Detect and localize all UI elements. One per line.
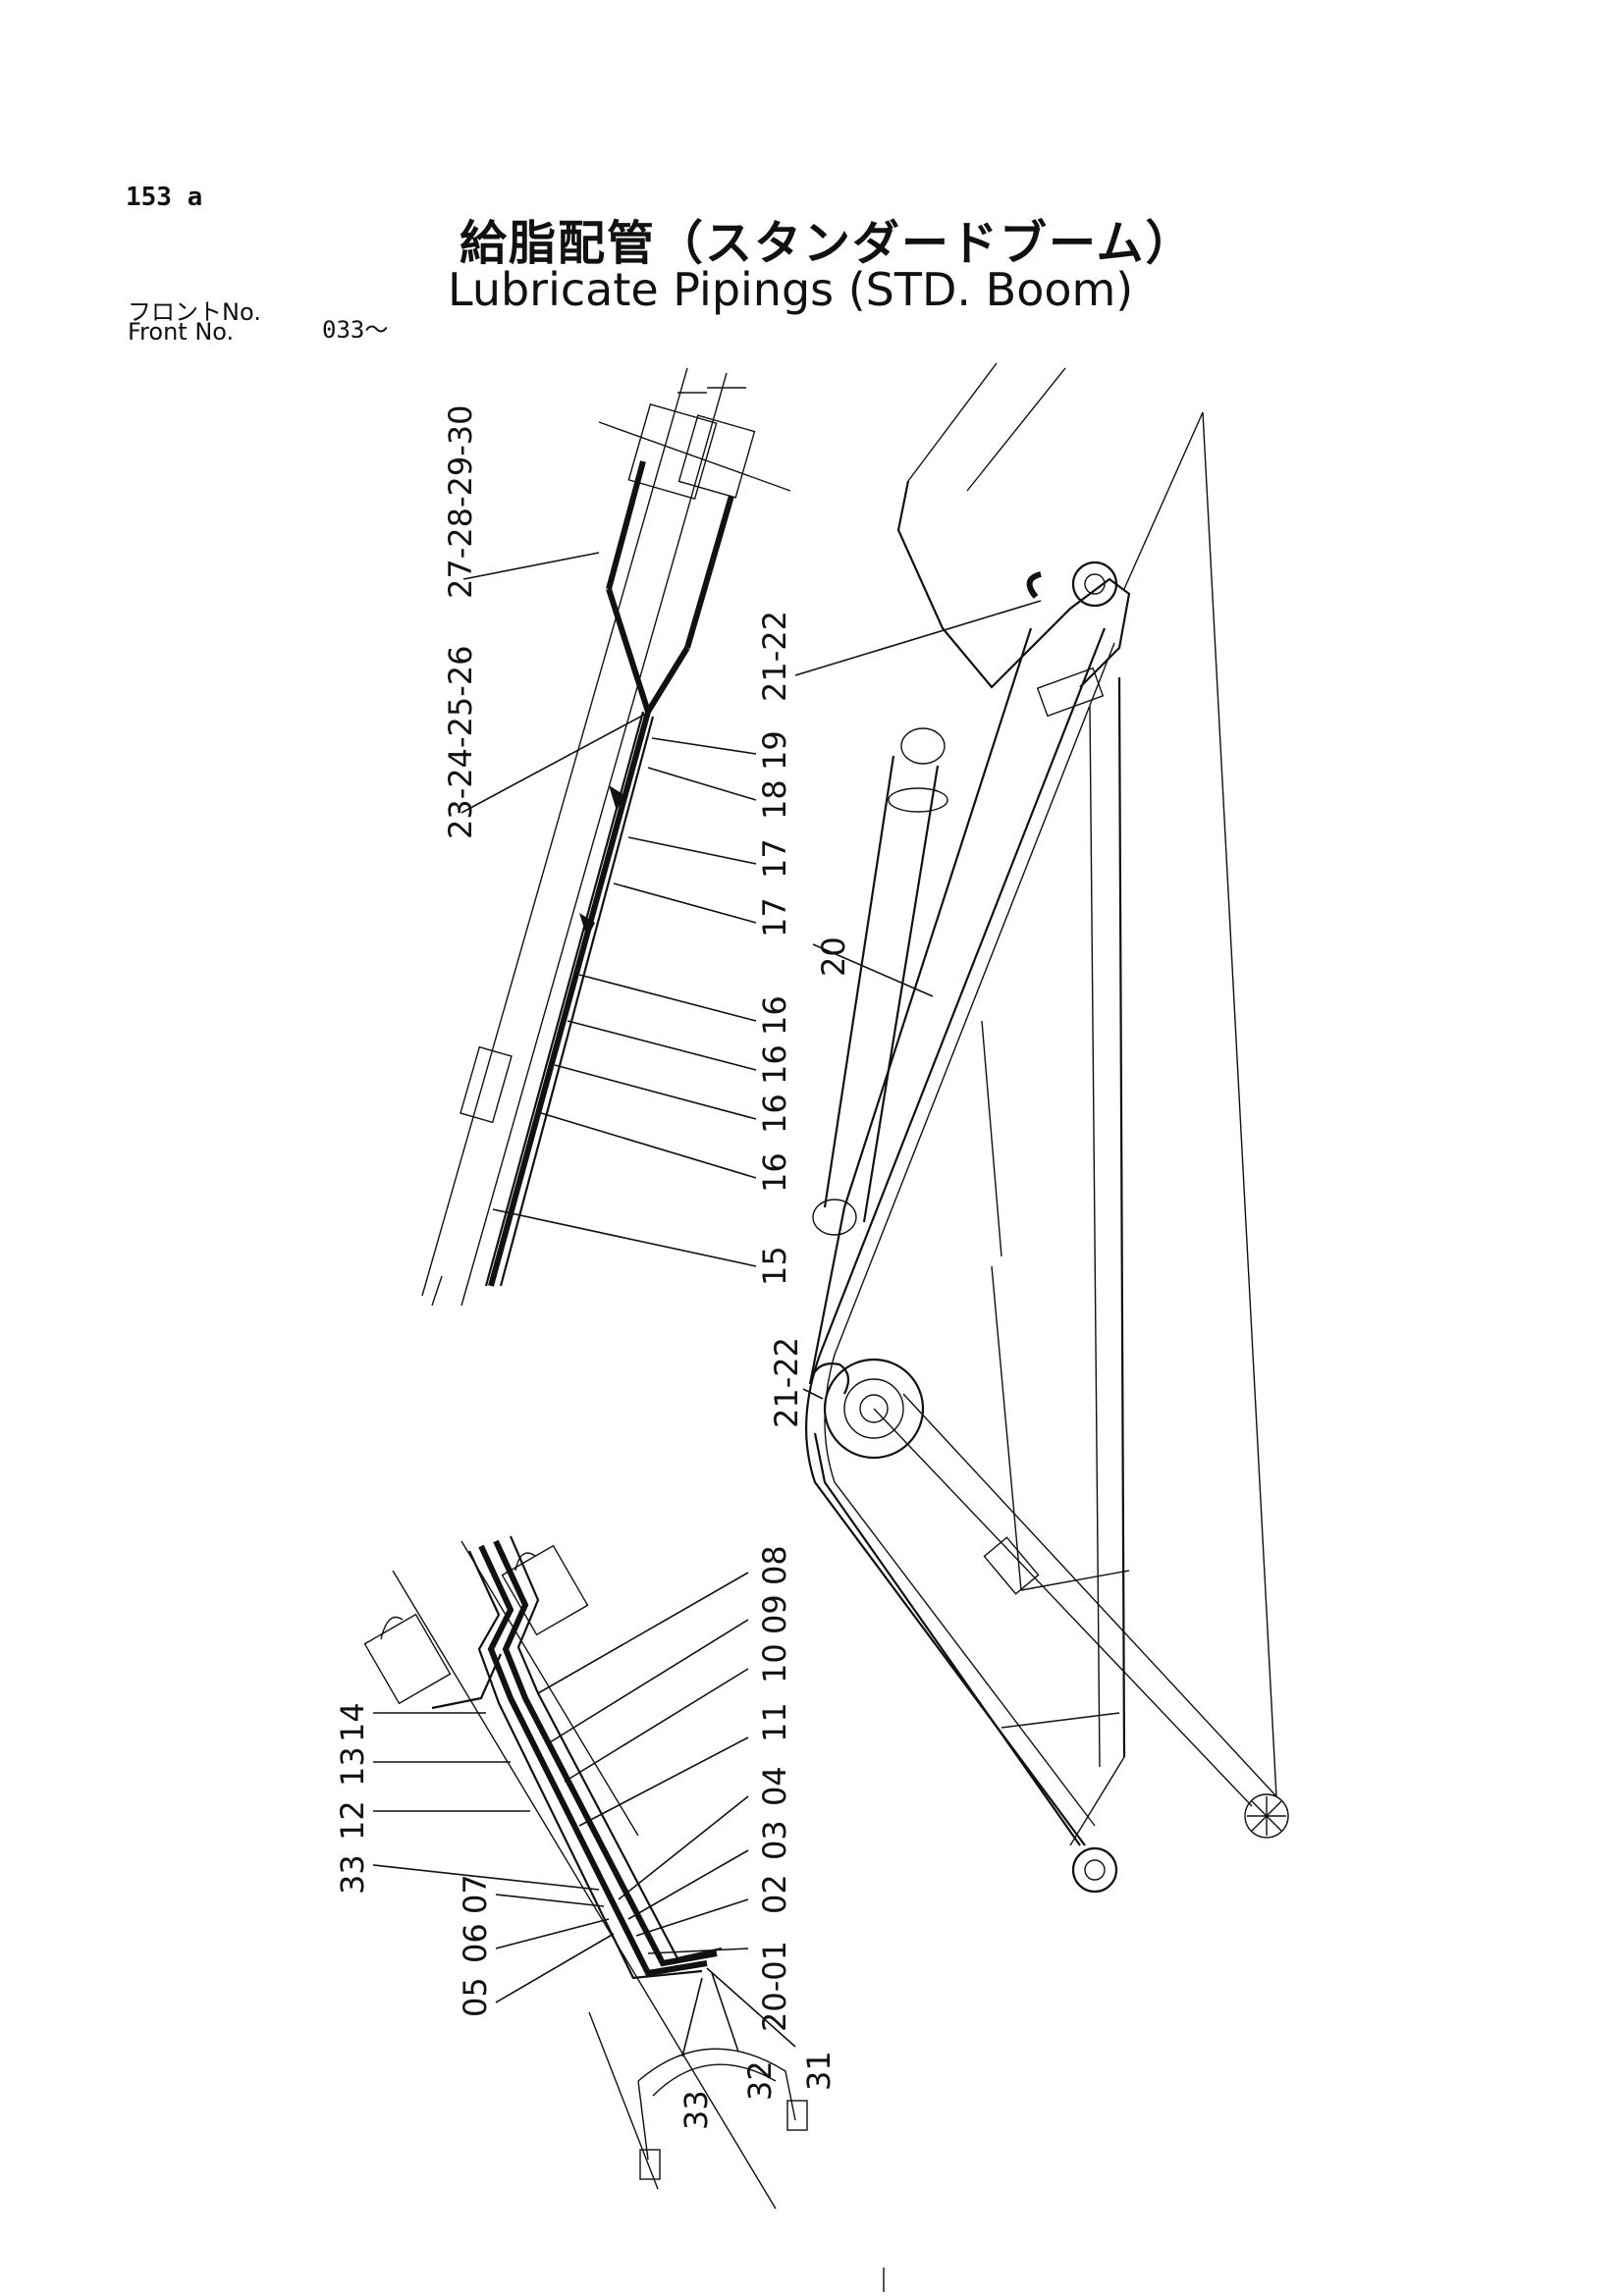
label-06: 06 xyxy=(457,1923,494,1963)
front-number-range: 033～ xyxy=(322,316,389,344)
label-03: 03 xyxy=(756,1820,793,1860)
label-33-left: 33 xyxy=(334,1854,371,1895)
label-07: 07 xyxy=(457,1874,494,1914)
label-20-mid: 20 xyxy=(815,936,852,977)
label-20-01: 20-01 xyxy=(756,1941,793,2032)
label-32: 32 xyxy=(741,2060,779,2101)
label-17a: 17 xyxy=(756,838,793,879)
label-08: 08 xyxy=(756,1545,793,1585)
lower-labels: 08 09 10 11 04 03 02 20-01 31 32 33 14 1… xyxy=(334,1545,838,2130)
label-17b: 17 xyxy=(756,897,793,937)
label-02: 02 xyxy=(756,1874,793,1914)
label-33-bottom: 33 xyxy=(677,2090,715,2130)
front-number-label-en: Front No. xyxy=(128,318,235,346)
title-japanese: 給脂配管（スタンダードブーム） xyxy=(460,216,1195,271)
middle-leaders xyxy=(794,600,1042,1400)
label-11: 11 xyxy=(756,1702,793,1742)
label-09: 09 xyxy=(756,1594,793,1634)
label-04: 04 xyxy=(756,1766,793,1806)
label-18: 18 xyxy=(756,779,793,820)
title-english: Lubricate Pipings (STD. Boom) xyxy=(448,263,1134,316)
upper-leaders xyxy=(460,552,757,1267)
boom-drawing xyxy=(805,362,1289,1894)
middle-labels: 20 21-22 xyxy=(768,936,852,1428)
label-19: 19 xyxy=(756,730,793,771)
label-05: 05 xyxy=(457,1977,494,2017)
label-13: 13 xyxy=(334,1746,371,1787)
lower-leaders xyxy=(372,1572,796,2057)
upper-detail-drawing xyxy=(421,367,791,1307)
upper-labels: 27-28-29-30 23-24-25-26 21-22 19 18 17 1… xyxy=(442,404,793,1286)
front-number-label-jp: フロントNo. xyxy=(128,298,261,326)
label-10: 10 xyxy=(756,1643,793,1683)
label-21-22-mid: 21-22 xyxy=(768,1337,805,1428)
label-27-28-29-30: 27-28-29-30 xyxy=(442,404,479,599)
lower-detail-drawing xyxy=(363,1535,808,2210)
page-number: 153 a xyxy=(126,183,203,212)
label-16a: 16 xyxy=(756,995,793,1036)
label-31: 31 xyxy=(800,2051,838,2091)
label-16d: 16 xyxy=(756,1152,793,1193)
label-23-24-25-26: 23-24-25-26 xyxy=(442,645,479,839)
label-21-22-top: 21-22 xyxy=(756,611,793,702)
label-16c: 16 xyxy=(756,1094,793,1134)
label-15: 15 xyxy=(756,1246,793,1286)
label-14: 14 xyxy=(334,1702,371,1742)
label-16b: 16 xyxy=(756,1044,793,1085)
label-12: 12 xyxy=(334,1800,371,1841)
